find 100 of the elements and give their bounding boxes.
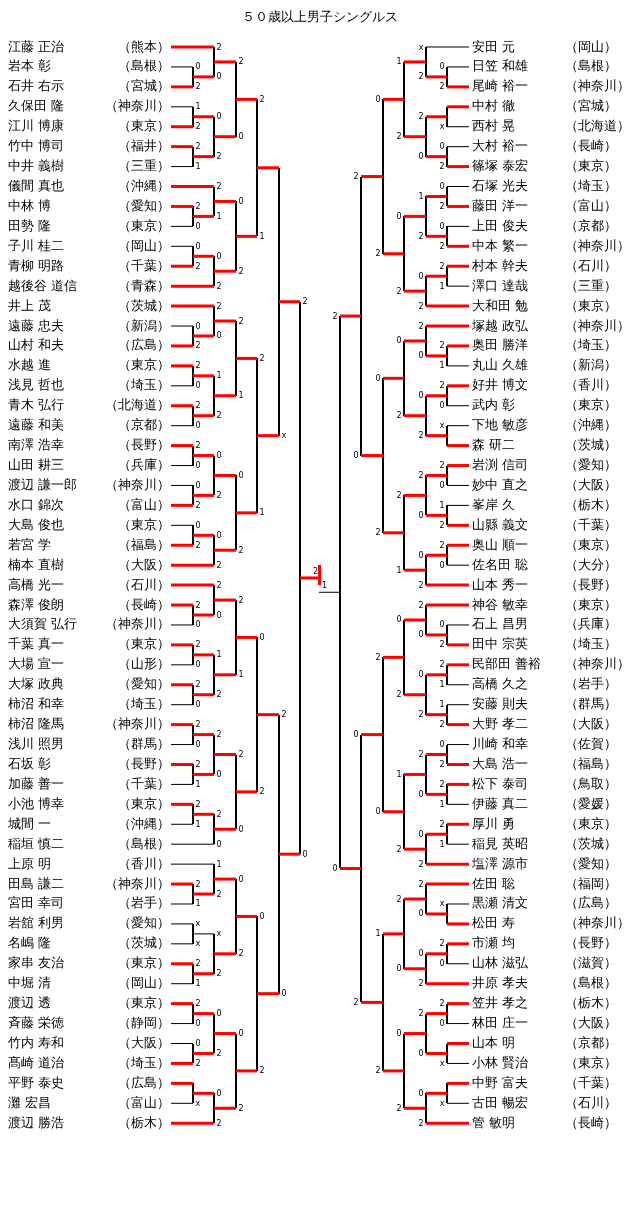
bracket-line (170, 744, 194, 746)
bracket-line (171, 304, 214, 308)
bracket-line (171, 125, 193, 129)
set-count: x (438, 899, 445, 909)
prefecture-label: （佐賀） (565, 735, 617, 754)
prefecture-label: （茨城） (118, 934, 170, 953)
player-name: 石坂 彰 (8, 754, 52, 773)
bracket-line (193, 155, 214, 159)
player-name: 大場 宣一 (8, 655, 65, 674)
bracket-line (404, 414, 426, 418)
set-count: 0 (216, 530, 223, 540)
set-count: 2 (238, 266, 245, 276)
bracket-line (236, 635, 257, 639)
prefecture-label: （愛知） (118, 914, 170, 933)
player-name: 山田 耕三 (8, 456, 65, 474)
set-count: 2 (438, 381, 445, 391)
bracket-line (426, 274, 447, 278)
set-count: 0 (395, 211, 402, 221)
set-count: 2 (352, 997, 359, 1007)
bracket-line (257, 713, 279, 717)
set-count: 1 (195, 979, 202, 989)
bracket-line (171, 723, 193, 727)
prefecture-label: （福岡） (565, 874, 617, 893)
prefecture-label: （大阪） (565, 715, 617, 734)
player-name: 遠藤 忠夫 (8, 316, 65, 335)
prefecture-label: （神奈川） (105, 97, 170, 116)
set-count: 1 (395, 57, 402, 67)
prefecture-label: （東京） (565, 1053, 617, 1072)
player-name: 山本 明 (472, 1034, 516, 1052)
player-name: 竹中 博司 (8, 137, 65, 156)
set-count: 0 (238, 1029, 245, 1039)
prefecture-label: （北海道） (565, 117, 630, 136)
set-count: 0 (438, 62, 445, 72)
set-count: 0 (195, 660, 202, 670)
player-name: 柿沼 和幸 (8, 695, 65, 714)
prefecture-label: （広島） (565, 894, 617, 913)
bracket-line (383, 531, 404, 535)
set-count: x (417, 42, 424, 52)
bracket-line (340, 867, 361, 870)
player-name: 渡辺 謙一郎 (8, 475, 78, 494)
set-count: 2 (195, 500, 202, 510)
set-count: 0 (417, 550, 424, 560)
set-count: 1 (216, 859, 223, 869)
set-count: 0 (195, 381, 202, 391)
bracket-line (171, 543, 193, 547)
prefecture-label: （岩手） (565, 675, 617, 694)
set-count: 1 (374, 929, 381, 939)
set-count: 2 (438, 520, 445, 530)
set-count: 2 (417, 859, 424, 869)
prefecture-label: （岡山） (118, 236, 170, 255)
set-count: 2 (238, 316, 245, 326)
bracket-line (446, 843, 470, 845)
set-count: 2 (395, 286, 402, 296)
set-count: 0 (417, 670, 424, 680)
set-count: 2 (417, 600, 424, 610)
bracket-line (193, 972, 214, 976)
player-name: 西村 晃 (472, 117, 516, 136)
player-name: 林田 庄一 (472, 1014, 529, 1033)
bracket-line (214, 474, 236, 477)
bracket-line (447, 384, 469, 388)
prefecture-label: （沖縄） (118, 814, 170, 833)
prefecture-label: （東京） (118, 216, 170, 235)
set-count: 2 (195, 879, 202, 889)
set-count: 2 (417, 1009, 424, 1019)
set-count: 0 (438, 142, 445, 152)
player-name: 奥田 勝洋 (472, 336, 529, 355)
set-count: 2 (438, 720, 445, 730)
player-name: 松下 泰司 (472, 774, 529, 793)
prefecture-label: （神奈川） (565, 316, 630, 335)
bracket-line (447, 204, 469, 208)
bracket-line (447, 264, 469, 268)
prefecture-label: （島根） (118, 57, 170, 76)
bracket-line (171, 1061, 193, 1065)
set-count: 0 (417, 789, 424, 799)
set-count: 0 (195, 620, 202, 630)
set-count: 2 (311, 566, 318, 576)
bracket-line (426, 434, 447, 438)
bracket-line (447, 85, 469, 89)
bracket-line (171, 444, 193, 448)
player-name: 大須賀 弘行 (8, 615, 78, 634)
set-count: x (216, 929, 223, 939)
set-count: 0 (417, 1048, 424, 1058)
player-name: 石上 昌男 (472, 615, 529, 634)
bracket-line (193, 613, 214, 617)
bracket-line (426, 553, 447, 557)
bracket-line (171, 1081, 193, 1085)
bracket-line (446, 484, 470, 486)
player-name: 小池 博幸 (8, 794, 65, 813)
bracket-line (214, 319, 236, 323)
set-count: 1 (438, 500, 445, 510)
bracket-line (446, 704, 470, 706)
prefecture-label: （神奈川） (105, 475, 170, 494)
bracket-line (170, 524, 194, 526)
bracket-line (404, 289, 426, 293)
player-name: 田中 宗英 (472, 635, 529, 654)
bracket-line (404, 1032, 426, 1036)
set-count: 2 (195, 441, 202, 451)
bracket-line (426, 583, 469, 587)
set-count: 2 (438, 341, 445, 351)
bracket-line (193, 1051, 214, 1055)
